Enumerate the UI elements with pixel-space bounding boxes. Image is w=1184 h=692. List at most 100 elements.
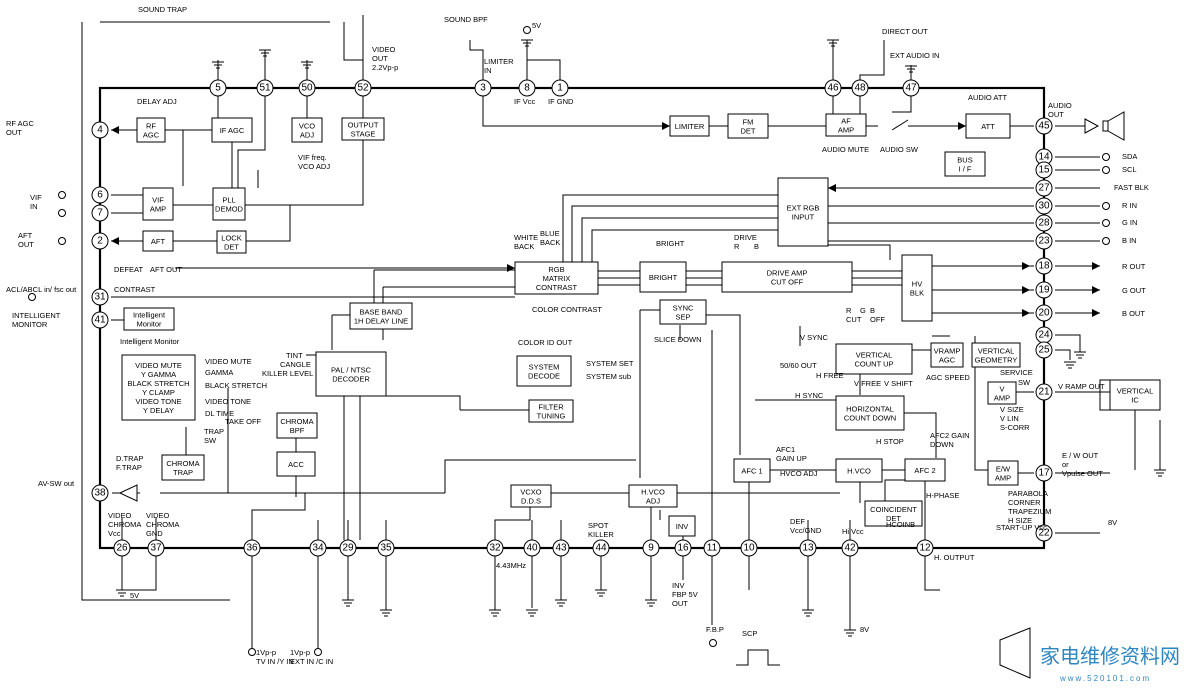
pin-number: 27 bbox=[1038, 183, 1050, 194]
pin-48: 48 bbox=[851, 79, 869, 97]
pin-circle bbox=[1035, 257, 1053, 275]
pin-circle bbox=[377, 539, 395, 557]
block-box bbox=[341, 117, 385, 141]
ground-icon bbox=[301, 61, 313, 69]
label-vif-freq: VIF freq.VCO ADJ bbox=[298, 153, 330, 171]
pin-number: 23 bbox=[1038, 236, 1050, 247]
pin-circle bbox=[1035, 341, 1053, 359]
pin-circle bbox=[354, 79, 372, 97]
label-defeat: DEFEAT bbox=[114, 265, 143, 274]
ground-symbols bbox=[116, 39, 1166, 637]
pin-31: 31 bbox=[91, 288, 109, 306]
pin-number: 6 bbox=[97, 190, 103, 201]
pin-circle bbox=[91, 311, 109, 329]
block-box bbox=[777, 177, 829, 247]
label-take-off: TAKE OFF bbox=[225, 417, 262, 426]
label-v5-top: 5V bbox=[532, 21, 541, 30]
pin-42: 42 bbox=[841, 539, 859, 557]
block-label: BRIGHT bbox=[649, 273, 678, 282]
block-box bbox=[835, 343, 913, 375]
pin-number: 30 bbox=[1038, 201, 1050, 212]
label-tint: TINT bbox=[286, 351, 303, 360]
pin-number: 4 bbox=[97, 125, 103, 136]
label-d-trap: D.TRAP bbox=[116, 454, 144, 463]
label-mhz: 4.43MHz bbox=[496, 561, 526, 570]
ground-icon bbox=[555, 599, 567, 607]
block-inv: INV bbox=[668, 515, 696, 537]
pin-number: 19 bbox=[1038, 285, 1050, 296]
ground-icon bbox=[645, 599, 657, 607]
block-box bbox=[835, 458, 883, 483]
label-aft-out: AFT OUT bbox=[150, 265, 182, 274]
pin-number: 41 bbox=[94, 315, 106, 326]
label-service: SERVICE bbox=[1000, 368, 1033, 377]
pin-2: 2 bbox=[91, 232, 109, 250]
label-drive-r: R bbox=[734, 242, 740, 251]
label-h-stop: H STOP bbox=[876, 437, 904, 446]
label-cutoff-g: G bbox=[860, 306, 866, 315]
block-label: ACC bbox=[288, 460, 304, 469]
block-box bbox=[628, 484, 678, 508]
pin-45: 45 bbox=[1035, 117, 1053, 135]
pin-number: 21 bbox=[1038, 387, 1050, 398]
pin-circle bbox=[309, 539, 327, 557]
pin-26: 26 bbox=[113, 539, 131, 557]
block-box bbox=[212, 187, 246, 221]
label-contrast: CONTRAST bbox=[114, 285, 156, 294]
pin-number: 3 bbox=[480, 83, 486, 94]
label-killer-level: KILLER LEVEL bbox=[262, 369, 313, 378]
block-box bbox=[721, 261, 853, 293]
pin-number: 9 bbox=[648, 543, 654, 554]
pin-number: 40 bbox=[526, 543, 538, 554]
block-label: INV bbox=[676, 522, 689, 531]
label-fbp: F.B.P bbox=[706, 625, 724, 634]
pin-4: 4 bbox=[91, 121, 109, 139]
wires bbox=[81, 15, 1161, 650]
label-hi-vcc: Hi Vcc bbox=[842, 527, 864, 536]
label-audio-sw: AUDIO SW bbox=[880, 145, 919, 154]
label-slice-down: SLICE DOWN bbox=[654, 335, 702, 344]
pin-circle bbox=[147, 539, 165, 557]
pin-number: 22 bbox=[1038, 528, 1050, 539]
pin-number: 24 bbox=[1038, 330, 1050, 341]
pin-circle bbox=[518, 79, 536, 97]
ground-icon bbox=[380, 609, 392, 617]
pin-circle bbox=[1035, 117, 1053, 135]
label-v-sync: V SYNC bbox=[800, 333, 829, 342]
label-v8-right: 8V bbox=[1108, 518, 1117, 527]
label-system-sub: SYSTEM sub bbox=[586, 372, 631, 381]
pin-8: 8 bbox=[518, 79, 536, 97]
arrowheads bbox=[111, 122, 1100, 317]
block-label: AFC 2 bbox=[914, 466, 935, 475]
pin-30: 30 bbox=[1035, 197, 1053, 215]
block-box bbox=[1109, 379, 1161, 411]
label-v8-bottom: 8V bbox=[860, 625, 869, 634]
terminals bbox=[28, 26, 1110, 656]
pin-circle bbox=[740, 539, 758, 557]
block-box bbox=[121, 354, 196, 421]
label-video-tone-arrow: VIDEO TONE bbox=[205, 397, 251, 406]
label-scl: SCL bbox=[1122, 165, 1137, 174]
pin-circle bbox=[1035, 179, 1053, 197]
pin-number: 31 bbox=[94, 292, 106, 303]
